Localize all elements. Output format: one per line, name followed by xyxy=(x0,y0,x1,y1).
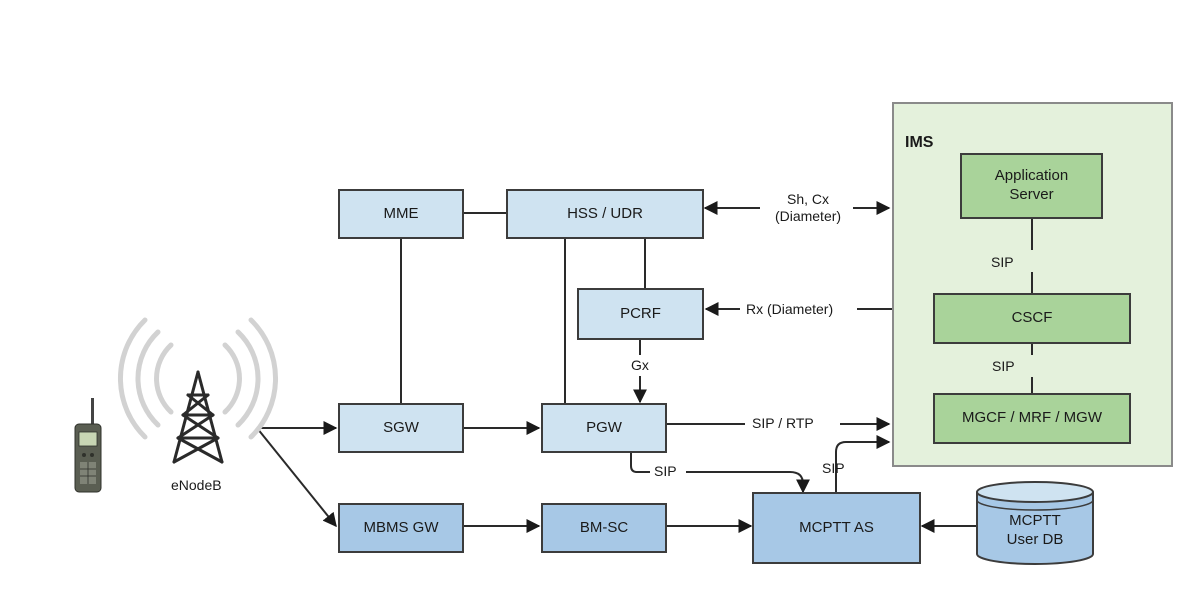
gx-label: Gx xyxy=(631,357,649,373)
link-enodeb-mbms xyxy=(256,427,337,528)
sip-pgw-label: SIP xyxy=(654,463,677,479)
link-pgw-mcptt-b xyxy=(686,471,810,494)
mcptt-as-node: MCPTT AS xyxy=(752,492,921,564)
sgw-node: SGW xyxy=(338,403,464,453)
link-pgw-mcptt-a xyxy=(630,452,650,473)
rx-label: Rx (Diameter) xyxy=(746,301,834,317)
mme-node: MME xyxy=(338,189,464,239)
pcrf-node: PCRF xyxy=(577,288,704,340)
sip-cscf-mgcf-label: SIP xyxy=(992,358,1015,374)
sip-app-cscf-label: SIP xyxy=(991,254,1014,270)
mcptt-user-db-label: MCPTT User DB xyxy=(1006,512,1064,548)
sip-rtp-label: SIP / RTP xyxy=(752,415,814,431)
database-cylinder-icon xyxy=(976,481,1094,565)
mbms-gw-node: MBMS GW xyxy=(338,503,464,553)
ims-title: IMS xyxy=(905,134,934,151)
pgw-node: PGW xyxy=(541,403,667,453)
link-mcptt-ims xyxy=(835,435,891,492)
hss-udr-node: HSS / UDR xyxy=(506,189,704,239)
mgcf-mrf-mgw-node: MGCF / MRF / MGW xyxy=(933,393,1131,444)
sh-cx-label: Sh, Cx (Diameter) xyxy=(774,191,842,224)
bm-sc-node: BM-SC xyxy=(541,503,667,553)
cell-tower-icon xyxy=(117,317,279,464)
application-server-node: Application Server xyxy=(960,153,1103,219)
enodeb-label: eNodeB xyxy=(171,477,222,493)
handheld-radio-icon xyxy=(74,398,102,493)
cscf-node: CSCF xyxy=(933,293,1131,344)
sip-as-label: SIP xyxy=(822,460,845,476)
